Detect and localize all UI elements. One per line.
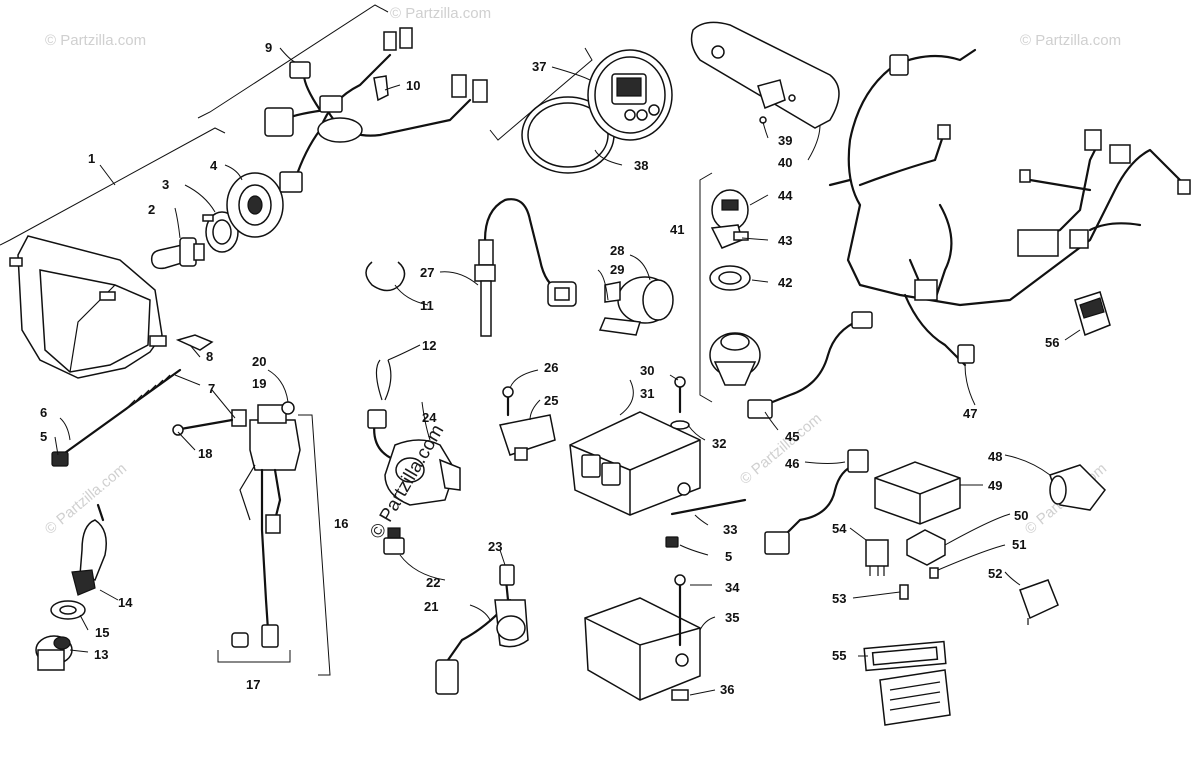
relay	[906, 529, 946, 566]
callout-5b: 5	[725, 549, 732, 564]
callout-42: 42	[778, 275, 792, 290]
headlight-harness	[264, 27, 488, 193]
callout-19: 19	[252, 376, 266, 391]
callout-1: 1	[88, 151, 95, 166]
watermark-text: © Partzilla.com	[42, 460, 130, 538]
callout-29: 29	[610, 262, 624, 277]
callout-11: 11	[420, 298, 434, 313]
watermark-text: © Partzilla.com	[1020, 32, 1121, 49]
callout-35: 35	[725, 610, 739, 625]
callout-51: 51	[1012, 537, 1026, 552]
adapter-harness	[747, 311, 873, 419]
power-outlet-and-cable	[35, 503, 107, 671]
callout-5: 5	[40, 429, 47, 444]
callout-17: 17	[246, 677, 260, 692]
extension-harness	[764, 449, 869, 555]
callout-27: 27	[420, 265, 434, 280]
callout-7: 7	[208, 381, 215, 396]
knock-sensor	[435, 564, 529, 695]
callout-16: 16	[334, 516, 348, 531]
callout-9: 9	[265, 40, 272, 55]
callout-26: 26	[544, 360, 558, 375]
speed-sensor	[367, 409, 461, 506]
callout-46: 46	[785, 456, 799, 471]
callout-56: 56	[1045, 335, 1059, 350]
callout-21: 21	[424, 599, 438, 614]
callout-49: 49	[988, 478, 1002, 493]
fuse-box-cover	[874, 461, 961, 525]
callout-53: 53	[832, 591, 846, 606]
speedometer	[521, 49, 673, 174]
rocker-switch	[1074, 291, 1111, 337]
callout-32: 32	[712, 436, 726, 451]
callout-30: 30	[640, 363, 654, 378]
fuses	[899, 567, 939, 600]
callout-41: 41	[670, 222, 684, 237]
watermark-text: © Partzilla.com	[737, 410, 825, 488]
callout-34: 34	[725, 580, 740, 595]
callout-31: 31	[640, 386, 654, 401]
bulb-retaining-ring	[202, 211, 239, 253]
voltage-regulator	[584, 574, 701, 701]
watermark-text: © Partzilla.com	[390, 5, 491, 22]
callout-25: 25	[544, 393, 558, 408]
callout-10: 10	[406, 78, 420, 93]
leader-lines	[54, 47, 1081, 696]
callout-13: 13	[94, 647, 108, 662]
callout-3: 3	[162, 177, 169, 192]
callout-22: 22	[426, 575, 440, 590]
callout-23: 23	[488, 539, 502, 554]
temperature-sensor	[474, 198, 577, 337]
watermark-text: © Partzilla.com	[45, 32, 146, 49]
ecu-module	[569, 376, 747, 548]
group-brackets	[0, 4, 713, 676]
relay-small	[865, 539, 889, 576]
pressure-switch	[383, 527, 405, 555]
callout-48: 48	[988, 449, 1002, 464]
map-sensor	[499, 386, 556, 461]
rectifier	[1019, 579, 1059, 625]
circlip	[365, 261, 406, 292]
headlight-assembly	[9, 235, 167, 379]
callout-43: 43	[778, 233, 792, 248]
callout-50: 50	[1014, 508, 1028, 523]
callout-55: 55	[832, 648, 846, 663]
callout-38: 38	[634, 158, 648, 173]
main-wire-harness	[828, 48, 1191, 367]
fuse-block	[863, 640, 951, 726]
ignition-coil	[172, 401, 301, 648]
callout-47: 47	[963, 406, 977, 421]
connector-48	[1049, 464, 1106, 511]
ignition-switch	[709, 189, 761, 386]
dash-panel	[690, 21, 840, 129]
headlight-bulb	[150, 237, 205, 270]
callout-39: 39	[778, 133, 792, 148]
callout-45: 45	[785, 429, 799, 444]
callout-2: 2	[148, 202, 155, 217]
callout-52: 52	[988, 566, 1002, 581]
callout-40: 40	[778, 155, 792, 170]
callout-33: 33	[723, 522, 737, 537]
callout-36: 36	[720, 682, 734, 697]
callout-6: 6	[40, 405, 47, 420]
callout-15: 15	[95, 625, 109, 640]
callout-20: 20	[252, 354, 266, 369]
callout-37: 37	[532, 59, 546, 74]
headlight-adjuster	[51, 334, 214, 467]
callout-labels: 1 2 3 4 5 6 7 8 9 10 11 12 13 14 15 16 1…	[40, 40, 1059, 697]
callout-12: 12	[422, 338, 436, 353]
buzzer	[598, 276, 674, 336]
callout-28: 28	[610, 243, 624, 258]
callout-14: 14	[118, 595, 133, 610]
headlight-boot	[226, 172, 284, 238]
tie-strap	[375, 359, 392, 401]
callout-24: 24	[422, 410, 437, 425]
callout-54: 54	[832, 521, 847, 536]
callout-4: 4	[210, 158, 218, 173]
callout-18: 18	[198, 446, 212, 461]
callout-44: 44	[778, 188, 793, 203]
callout-8: 8	[206, 349, 213, 364]
